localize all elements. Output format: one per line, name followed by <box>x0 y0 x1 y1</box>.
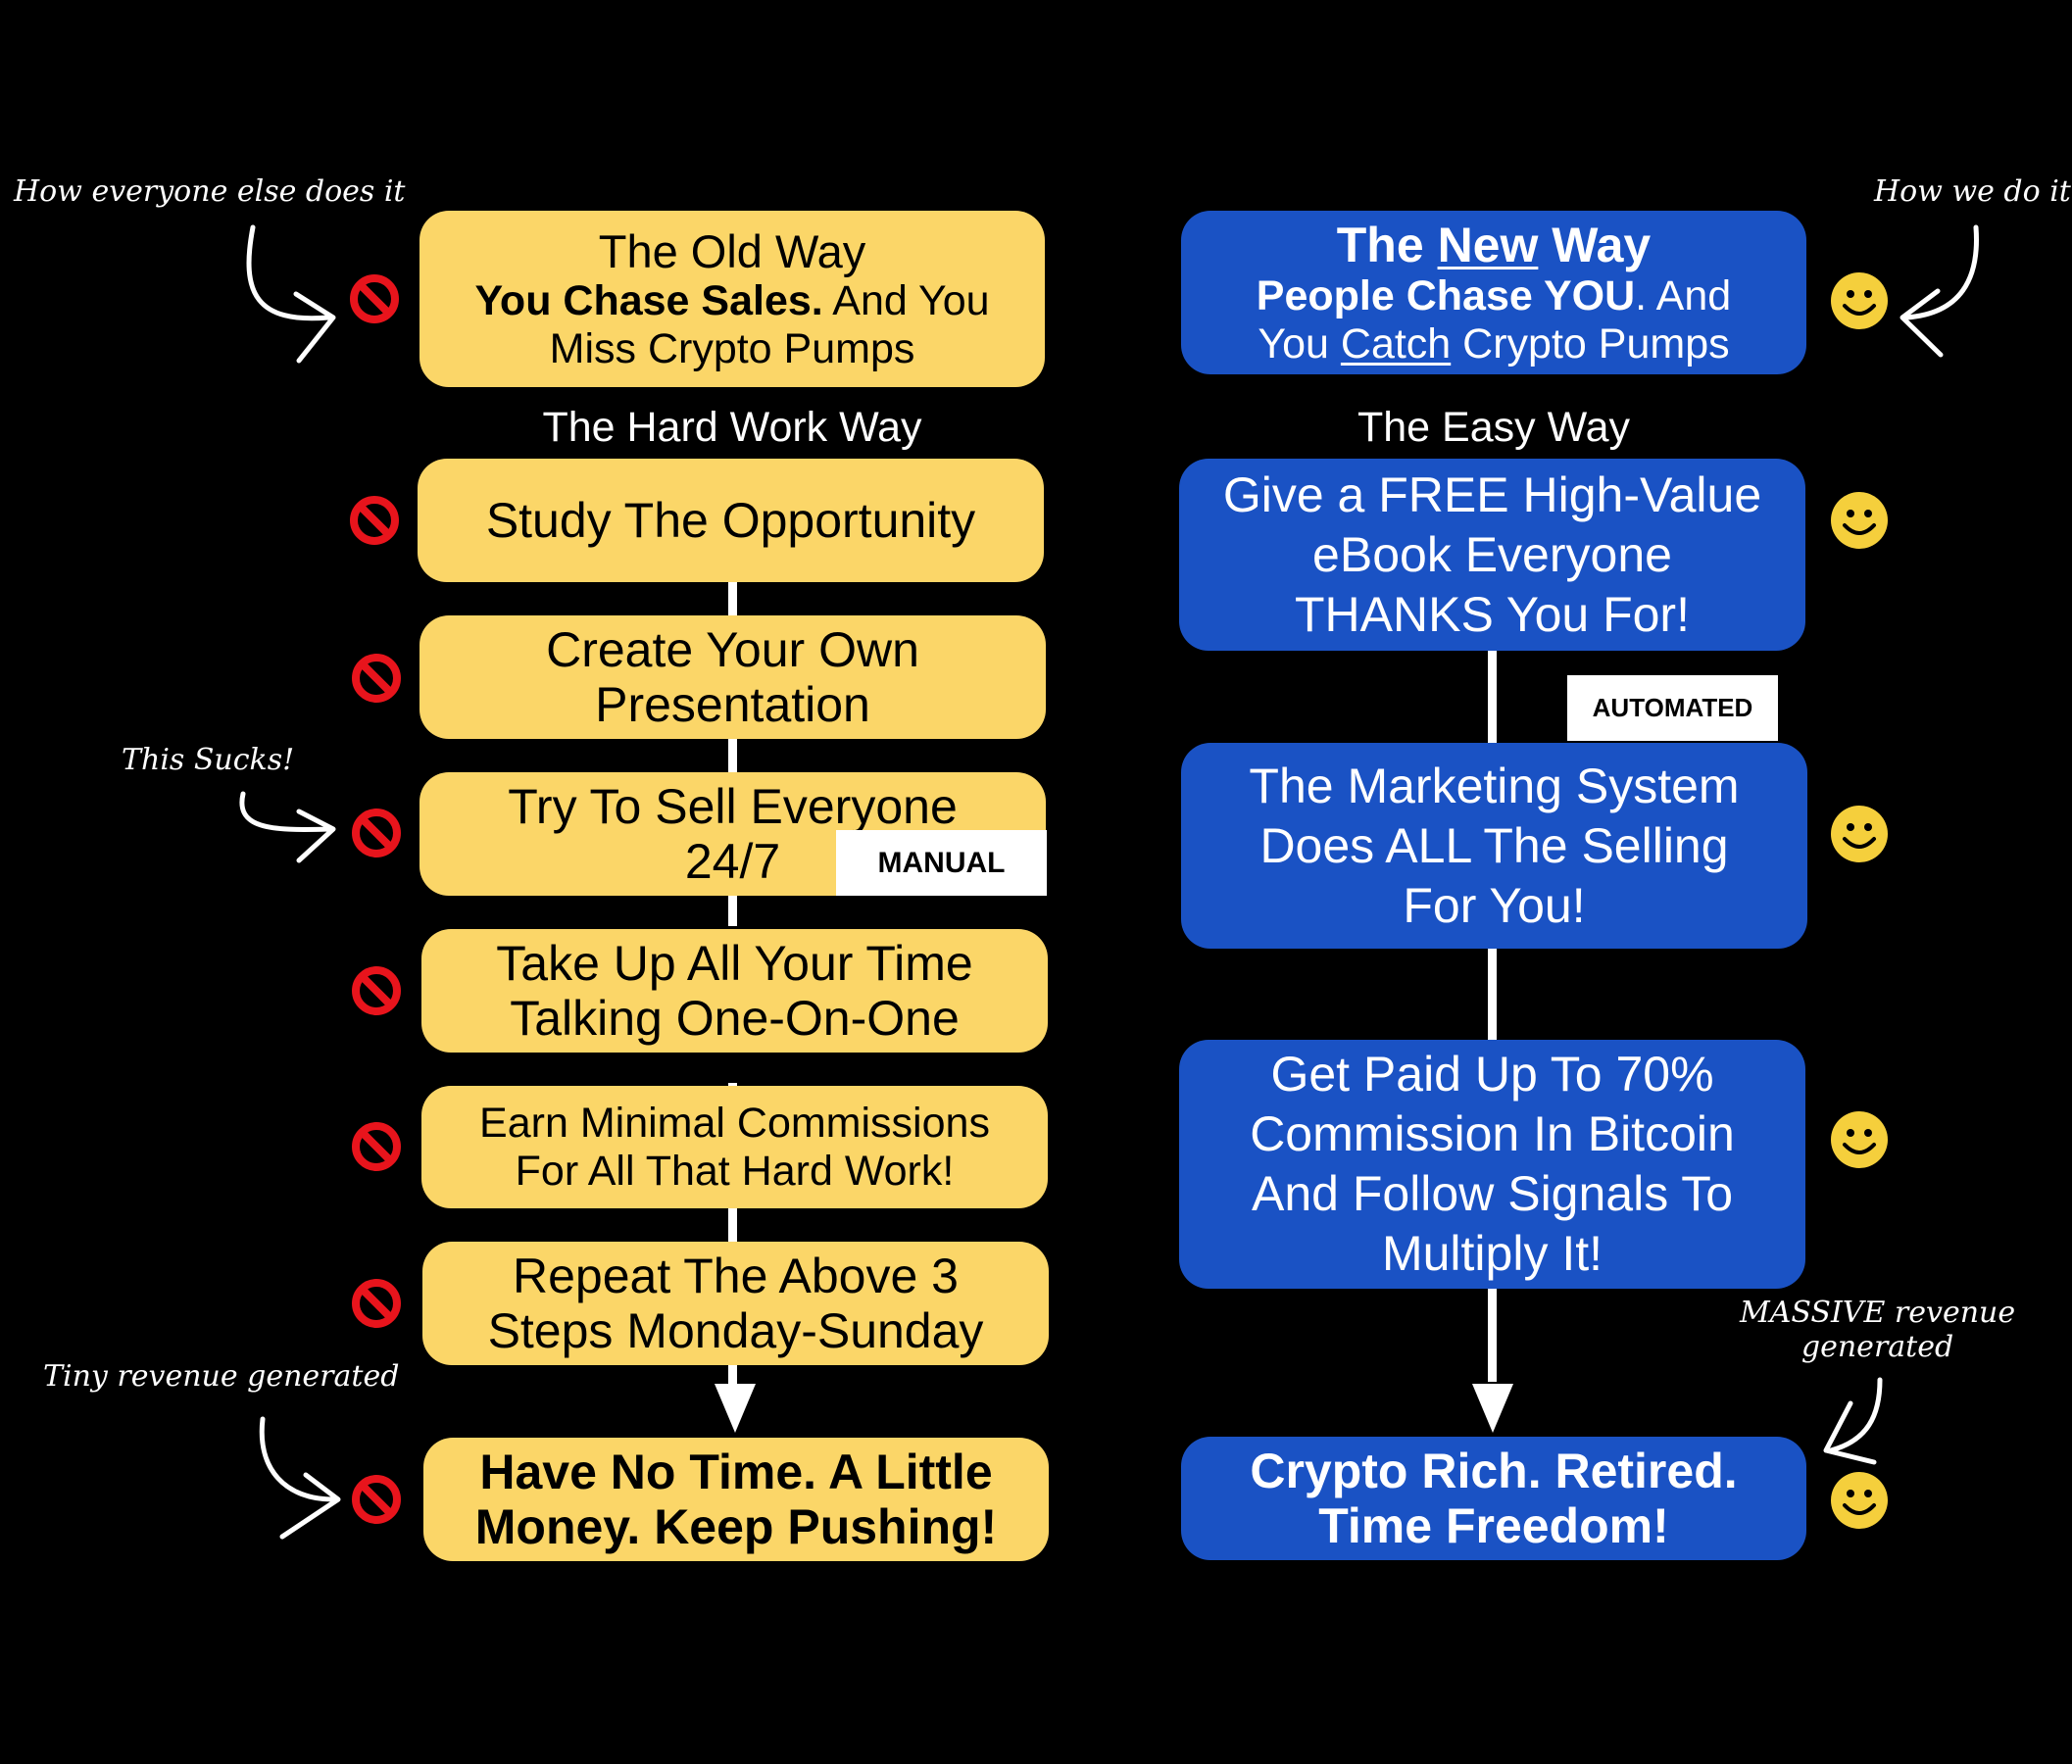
left-flow-line <box>728 578 737 926</box>
step-line: Get Paid Up To 70% <box>1270 1047 1714 1102</box>
hand-arrow <box>1899 224 1979 358</box>
result-line: Have No Time. A Little <box>479 1444 993 1499</box>
smiley-icon <box>1831 272 1888 329</box>
step-line: Presentation <box>595 677 870 732</box>
step-line: Create Your Own <box>546 621 919 677</box>
old-way-header-box: The Old Way You Chase Sales. And You Mis… <box>419 211 1045 387</box>
right-flow-line <box>1488 1289 1497 1382</box>
step-line: Repeat The Above 3 <box>513 1248 959 1303</box>
note-everyone-else: How everyone else does it <box>14 174 406 209</box>
easy-way-heading: The Easy Way <box>1357 404 1630 451</box>
smiley-icon <box>1831 806 1888 862</box>
left-step-2: Create Your Own Presentation <box>419 615 1046 739</box>
left-arrowhead <box>715 1384 756 1433</box>
note-this-sucks: This Sucks! <box>122 743 295 777</box>
right-arrowhead <box>1472 1384 1513 1433</box>
note-massive-line: generated <box>1801 1330 1954 1364</box>
smiley-icon <box>1831 1472 1888 1529</box>
step-line: THANKS You For! <box>1295 586 1690 642</box>
hand-arrow <box>246 224 336 364</box>
step-line: Does ALL The Selling <box>1259 817 1729 873</box>
new-way-title-emphasis: New <box>1437 217 1539 272</box>
step-line: Multiply It! <box>1381 1226 1603 1281</box>
left-result-box: Have No Time. A Little Money. Keep Pushi… <box>423 1438 1049 1561</box>
note-massive-line: MASSIVE revenue <box>1740 1296 2016 1330</box>
step-line: Commission In Bitcoin <box>1250 1106 1735 1161</box>
left-step-4: Take Up All Your Time Talking One-On-One <box>421 929 1048 1053</box>
new-way-subtitle-2: You <box>1258 319 1341 368</box>
left-step-5: Earn Minimal Commissions For All That Ha… <box>421 1086 1048 1208</box>
old-way-title: The Old Way <box>598 224 866 277</box>
step-line: And Follow Signals To <box>1251 1166 1733 1221</box>
result-line: Money. Keep Pushing! <box>474 1499 998 1554</box>
step-line: eBook Everyone <box>1312 526 1672 582</box>
step-line: Steps Monday-Sunday <box>487 1303 984 1358</box>
no-entry-icon <box>350 496 399 545</box>
right-flow-line <box>1488 947 1497 1040</box>
new-way-subtitle-bold: People Chase YOU <box>1256 272 1636 320</box>
no-entry-icon <box>352 654 401 703</box>
step-line: Earn Minimal Commissions <box>479 1099 990 1147</box>
new-way-title: Way <box>1538 217 1652 272</box>
step-line: For You! <box>1403 877 1586 933</box>
left-step-6: Repeat The Above 3 Steps Monday-Sunday <box>422 1242 1049 1365</box>
note-massive-revenue: MASSIVE revenue generated <box>1740 1296 2015 1364</box>
no-entry-icon <box>352 966 401 1015</box>
step-line: The Marketing System <box>1249 758 1740 813</box>
new-way-title: The <box>1336 217 1438 272</box>
new-way-subtitle-emphasis: Catch <box>1340 319 1452 368</box>
right-step-3: Get Paid Up To 70% Commission In Bitcoin… <box>1179 1040 1805 1289</box>
step-line: Take Up All Your Time <box>496 935 973 991</box>
left-step-1: Study The Opportunity <box>418 459 1044 582</box>
old-way-subtitle: And You <box>822 276 990 324</box>
step-line: For All That Hard Work! <box>515 1147 955 1195</box>
smiley-icon <box>1831 1111 1888 1168</box>
result-line: Time Freedom! <box>1318 1498 1669 1553</box>
old-way-subtitle-2: Miss Crypto Pumps <box>549 324 915 372</box>
old-way-subtitle-bold: You Chase Sales. <box>474 276 823 324</box>
hand-arrow <box>1823 1377 1883 1465</box>
right-step-1: Give a FREE High-Value eBook Everyone TH… <box>1179 459 1805 651</box>
no-entry-icon <box>352 1122 401 1171</box>
hand-arrow <box>259 1416 341 1540</box>
step-line: Talking One-On-One <box>510 991 960 1046</box>
result-line: Crypto Rich. Retired. <box>1250 1443 1738 1498</box>
no-entry-icon <box>352 808 401 858</box>
note-tiny-revenue: Tiny revenue generated <box>43 1359 400 1394</box>
step-line: Study The Opportunity <box>485 492 976 548</box>
no-entry-icon <box>352 1279 401 1328</box>
smiley-icon <box>1831 492 1888 549</box>
hard-work-way-heading: The Hard Work Way <box>542 404 922 451</box>
new-way-subtitle-2: Crypto Pumps <box>1451 319 1730 368</box>
step-line: Give a FREE High-Value <box>1222 466 1762 522</box>
new-way-header-box: The New Way People Chase YOU. And You Ca… <box>1181 211 1806 374</box>
right-flow-line <box>1488 647 1497 745</box>
new-way-subtitle: . And <box>1635 272 1732 320</box>
right-result-box: Crypto Rich. Retired. Time Freedom! <box>1181 1437 1806 1560</box>
step-line: 24/7 <box>684 834 781 889</box>
step-line: Try To Sell Everyone <box>508 778 958 834</box>
automated-tag: AUTOMATED <box>1567 675 1778 741</box>
hand-arrow <box>239 791 336 863</box>
note-we-do: How we do it <box>1874 174 2071 209</box>
no-entry-icon <box>352 1475 401 1524</box>
right-step-2: The Marketing System Does ALL The Sellin… <box>1181 743 1807 949</box>
no-entry-icon <box>350 274 399 323</box>
left-flow-line <box>728 1083 737 1387</box>
manual-tag: MANUAL <box>836 830 1047 896</box>
